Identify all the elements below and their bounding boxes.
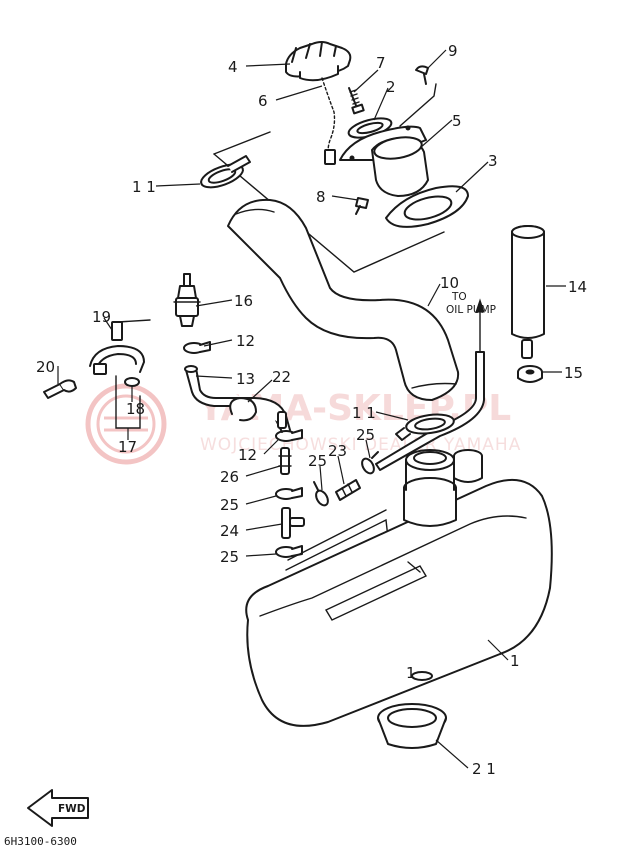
callout-25-mid: 25 [308,452,327,470]
part-20-bolt [43,379,77,399]
callout-labels: 4 6 7 9 2 5 3 8 1 1 10 16 12 13 22 14 15… [36,42,587,778]
part-3-gasket [385,185,469,228]
part-1-fuel-tank [245,449,553,727]
callout-6: 6 [258,92,268,110]
callout-17: 17 [118,438,137,456]
part-25-clip-c [275,545,303,558]
oil-pump-line [375,298,485,471]
watermark-logo [85,383,167,465]
part-19-band [89,319,151,375]
callout-20: 20 [36,358,55,376]
part-5-filler-neck [339,125,429,197]
part-16-fuel-filter [173,273,201,327]
callout-3: 3 [488,152,498,170]
callout-12-upper: 12 [236,332,255,350]
part-22-clamp [229,397,287,429]
part-2-gasket [347,117,393,139]
callout-22: 22 [272,368,291,386]
callout-24: 24 [220,522,239,540]
part-24-t-joint [281,507,305,539]
callout-5: 5 [452,112,462,130]
diagram-code: 6H3100-6300 [4,835,77,847]
part-6-chain [321,77,336,165]
part-21-drain-cup [377,703,447,749]
callout-1-drain: 1 [406,664,416,682]
leader-lines [57,49,566,769]
part-11-hose-clamp-lower [395,413,455,441]
callout-7: 7 [376,54,386,72]
callout-25-right: 25 [356,426,375,444]
part-25-clip-b [313,481,329,507]
callout-12-lower: 12 [238,446,257,464]
callout-18: 18 [126,400,145,418]
part-9-screw [415,65,429,85]
callout-15: 15 [564,364,583,382]
part-7-screw [348,87,365,115]
callout-21: 2 1 [472,760,496,778]
part-26-joint [278,447,292,475]
part-23-connector [335,479,361,501]
callout-14: 14 [568,278,587,296]
callout-2: 2 [386,78,396,96]
fwd-label: FWD [58,803,86,815]
part-15-grommet [517,365,543,383]
callout-19: 19 [92,308,111,326]
part-10-filler-hose [227,198,460,401]
callout-8: 8 [316,188,326,206]
callout-4: 4 [228,58,238,76]
callout-11-lower: 1 1 [352,404,376,422]
part-14-strainer-tube [511,225,545,359]
callout-23: 23 [328,442,347,460]
part-18-washer [124,377,140,387]
callout-11-upper: 1 1 [132,178,156,196]
callout-26: 26 [220,468,239,486]
note-oil-pump-label: OIL PUMP [446,304,496,316]
callout-25-left-c: 25 [220,548,239,566]
callout-9: 9 [448,42,458,60]
callout-25-left-a: 25 [220,496,239,514]
callout-13: 13 [236,370,255,388]
part-11-hose-clamp-upper [200,155,251,189]
part-25-clip-d [361,451,379,475]
note-oil-pump-to: TO [451,291,467,303]
callout-16: 16 [234,292,253,310]
assembly-bracket [213,83,445,273]
callout-10: 10 [440,274,459,292]
part-4-fuel-cap [285,41,352,82]
part-12-hose-clip-upper [183,341,211,354]
part-12-hose-clip-lower [275,429,303,442]
fwd-arrow: FWD [27,789,89,827]
part-25-clip-a [275,487,303,500]
callout-1: 1 [510,652,520,670]
part-8-screw [355,197,369,215]
